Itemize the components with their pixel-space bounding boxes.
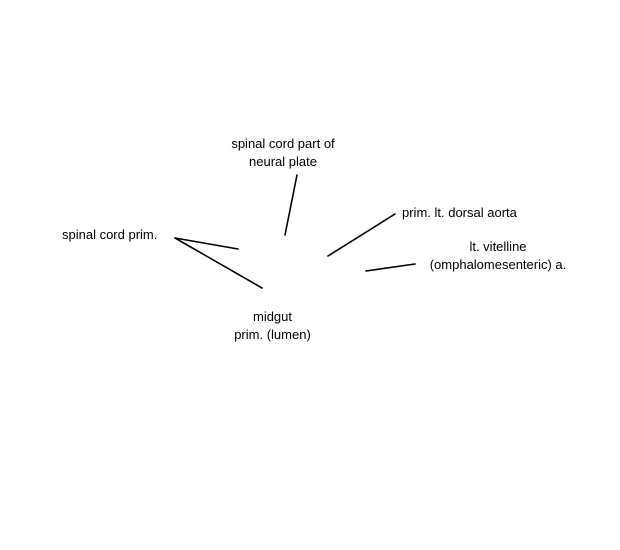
label-neural-plate-line2: neural plate xyxy=(249,154,317,169)
label-vitelline-line1: lt. vitelline xyxy=(469,239,527,254)
label-midgut-line2: prim. (lumen) xyxy=(234,327,311,342)
leader-spinal-cord-upper xyxy=(174,237,239,250)
leader-neural-plate xyxy=(284,174,298,236)
label-spinal-cord-line1: spinal cord prim. xyxy=(62,227,158,242)
label-vitelline-line2: (omphalomesenteric) a. xyxy=(429,257,567,272)
label-midgut: midgut prim. (lumen) xyxy=(210,308,335,344)
label-midgut-line1: midgut xyxy=(252,309,293,324)
label-dorsal-aorta-line1: prim. lt. dorsal aorta xyxy=(402,205,517,220)
label-vitelline-artery: lt. vitelline (omphalomesenteric) a. xyxy=(408,238,588,274)
leader-spinal-cord-lower xyxy=(174,237,263,289)
label-neural-plate-line1: spinal cord part of xyxy=(231,136,335,151)
label-neural-plate: spinal cord part of neural plate xyxy=(213,135,353,171)
leader-dorsal-aorta xyxy=(327,213,396,257)
leader-vitelline xyxy=(365,263,416,272)
label-spinal-cord: spinal cord prim. xyxy=(62,226,157,244)
label-dorsal-aorta: prim. lt. dorsal aorta xyxy=(402,204,517,222)
